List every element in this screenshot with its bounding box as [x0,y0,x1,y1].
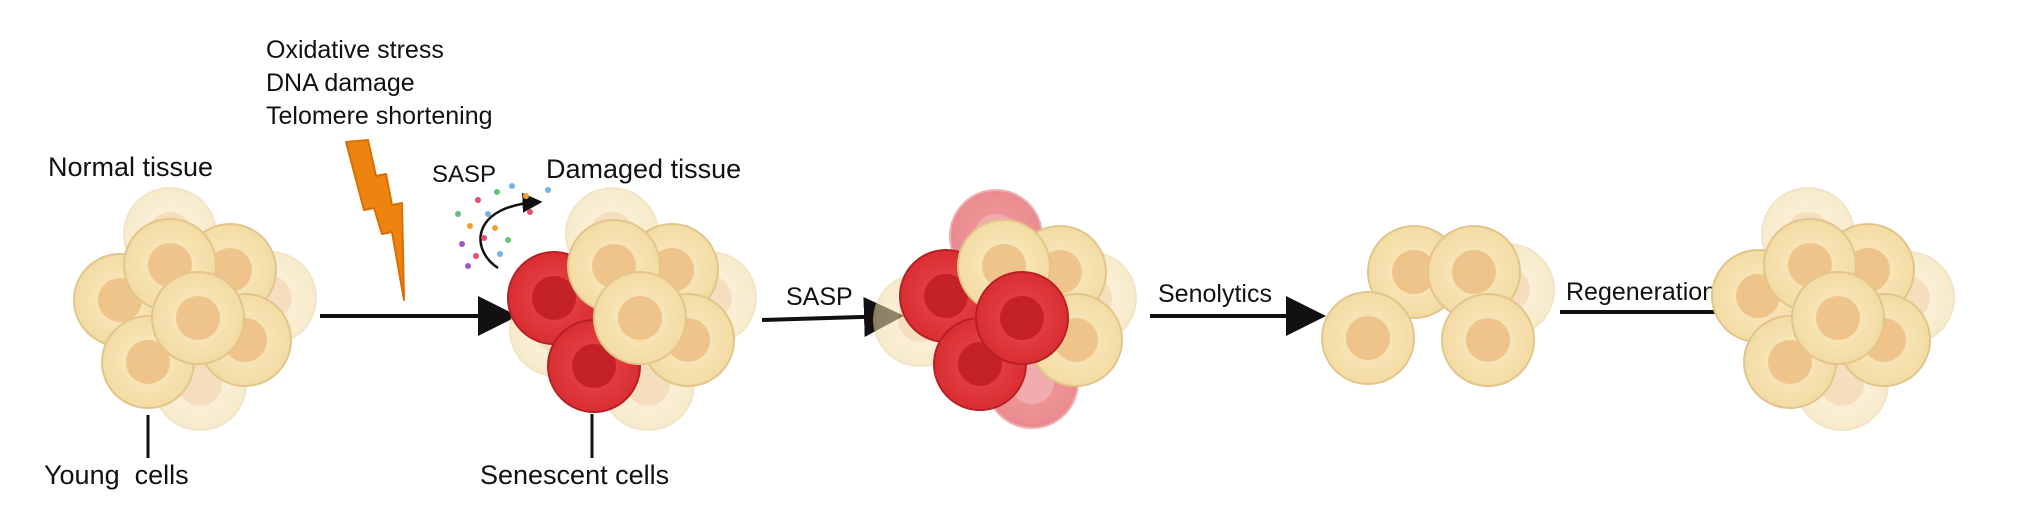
normal-tissue-cluster [73,187,317,431]
senescent-cell [975,271,1069,365]
regenerated-tissue-cluster [1711,187,1955,431]
sasp-particles-icon [455,183,551,269]
young-cell [1321,291,1415,385]
young-cell [151,271,245,365]
stressor-oxidative-stress: Oxidative stress [266,36,444,64]
cleared-tissue-cluster [1321,225,1555,387]
lightning-bolt-icon [345,139,405,301]
young-cell [593,271,687,365]
sasp-arrow-label: SASP [786,283,853,311]
normal-tissue-label: Normal tissue [48,152,213,182]
young-cells-label: Young cells [44,460,189,490]
stressor-telomere-shortening: Telomere shortening [266,102,493,130]
regeneration-label: Regeneration [1566,278,1716,306]
damaged-tissue-label: Damaged tissue [546,154,741,184]
damaged-tissue-cluster [507,187,757,431]
young-cell [1791,271,1885,365]
sasp-emission-label: SASP [432,161,496,188]
stressor-dna-damage: DNA damage [266,69,415,97]
senolytics-label: Senolytics [1158,280,1272,308]
senescent-tissue-cluster [873,189,1137,429]
young-cell [1441,293,1535,387]
senescent-cells-label: Senescent cells [480,460,669,490]
sasp-curved-arrow [479,192,543,270]
